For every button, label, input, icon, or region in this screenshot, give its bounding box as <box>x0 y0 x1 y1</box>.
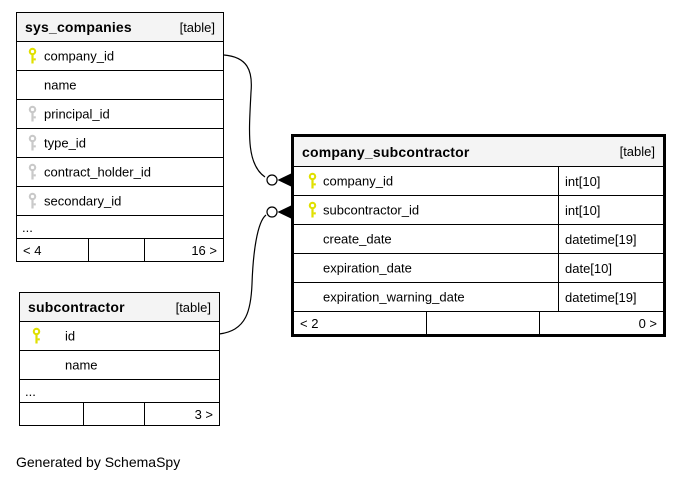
column-type: int[10] <box>558 196 663 224</box>
column-type: datetime[19] <box>558 283 663 311</box>
column-name: create_date <box>323 231 392 247</box>
footer-middle-cell <box>83 403 144 425</box>
column-type: date[10] <box>558 254 663 282</box>
table-name[interactable]: sys_companies <box>25 19 132 35</box>
table-name[interactable]: company_subcontractor <box>302 143 470 160</box>
column-name: subcontractor_id <box>323 202 420 218</box>
column-name: expiration_warning_date <box>323 289 465 305</box>
column-name: company_id <box>323 173 394 189</box>
foreign-key-icon <box>27 105 38 123</box>
primary-key-icon <box>27 47 38 65</box>
table-header[interactable]: company_subcontractor [table] <box>294 137 663 166</box>
table-header[interactable]: subcontractor [table] <box>20 293 219 321</box>
crowfoot-arrow-icon <box>277 205 291 219</box>
footer-parent-count: < 2 <box>300 315 319 331</box>
column-row-expiration-date: expiration_date date[10] <box>294 253 663 282</box>
column-type: datetime[19] <box>558 225 663 253</box>
column-name: company_id <box>44 48 115 64</box>
table-subcontractor: subcontractor [table] id name ... 3 > <box>19 292 220 426</box>
column-type: int[10] <box>558 167 663 195</box>
zero-or-one-circle-icon <box>266 174 278 186</box>
footer-parent-count: < 4 <box>23 242 42 258</box>
table-type-badge: [table] <box>175 299 211 315</box>
primary-key-icon <box>307 172 318 190</box>
footer-child-count: 0 > <box>539 312 663 334</box>
column-row-expiration-warning-date: expiration_warning_date datetime[19] <box>294 282 663 311</box>
footer-middle-cell <box>88 239 144 261</box>
foreign-key-icon <box>27 163 38 181</box>
generated-by-note: Generated by SchemaSpy <box>16 454 181 470</box>
column-name: name <box>44 77 77 93</box>
table-footer: 3 > <box>20 402 219 425</box>
table-name[interactable]: subcontractor <box>28 299 125 315</box>
footer-middle-cell <box>426 312 539 334</box>
crowfoot-arrow-icon <box>277 173 291 187</box>
column-row-name: name <box>20 350 219 379</box>
column-row-subcontractor-id: subcontractor_id int[10] <box>294 195 663 224</box>
table-type-badge: [table] <box>179 19 215 35</box>
footer-child-count: 3 > <box>144 403 219 425</box>
column-row-principal-id: principal_id <box>17 99 223 128</box>
column-row-contract-holder-id: contract_holder_id <box>17 157 223 186</box>
foreign-key-icon <box>27 134 38 152</box>
table-footer: < 4 16 > <box>17 238 223 261</box>
table-type-badge: [table] <box>619 144 655 159</box>
column-row-company-id: company_id int[10] <box>294 166 663 195</box>
column-row-company-id: company_id <box>17 41 223 70</box>
footer-child-count: 16 > <box>144 239 223 261</box>
column-name: expiration_date <box>323 260 412 276</box>
footer-parent-count <box>20 403 83 425</box>
column-name: type_id <box>44 135 86 151</box>
column-name: secondary_id <box>44 193 122 209</box>
column-row-name: name <box>17 70 223 99</box>
table-header[interactable]: sys_companies [table] <box>17 13 223 41</box>
column-name: id <box>65 328 76 344</box>
ellipsis-row: ... <box>17 215 223 238</box>
column-name: contract_holder_id <box>44 164 151 180</box>
primary-key-icon <box>307 201 318 219</box>
column-name: name <box>65 357 98 373</box>
table-company-subcontractor: company_subcontractor [table] company_id… <box>291 134 666 337</box>
column-row-create-date: create_date datetime[19] <box>294 224 663 253</box>
fk-edge-subcontractor-to-company-subcontractor <box>218 214 267 335</box>
ellipsis-row: ... <box>20 379 219 402</box>
zero-or-one-circle-icon <box>266 206 278 218</box>
fk-edge-sys-companies-to-company-subcontractor <box>223 54 266 178</box>
foreign-key-icon <box>27 192 38 210</box>
column-name: principal_id <box>44 106 110 122</box>
table-sys-companies: sys_companies [table] company_id name pr… <box>16 12 224 262</box>
table-footer: < 2 0 > <box>294 311 663 334</box>
column-row-type-id: type_id <box>17 128 223 157</box>
column-row-id: id <box>20 321 219 350</box>
primary-key-icon <box>31 327 42 345</box>
column-row-secondary-id: secondary_id <box>17 186 223 215</box>
